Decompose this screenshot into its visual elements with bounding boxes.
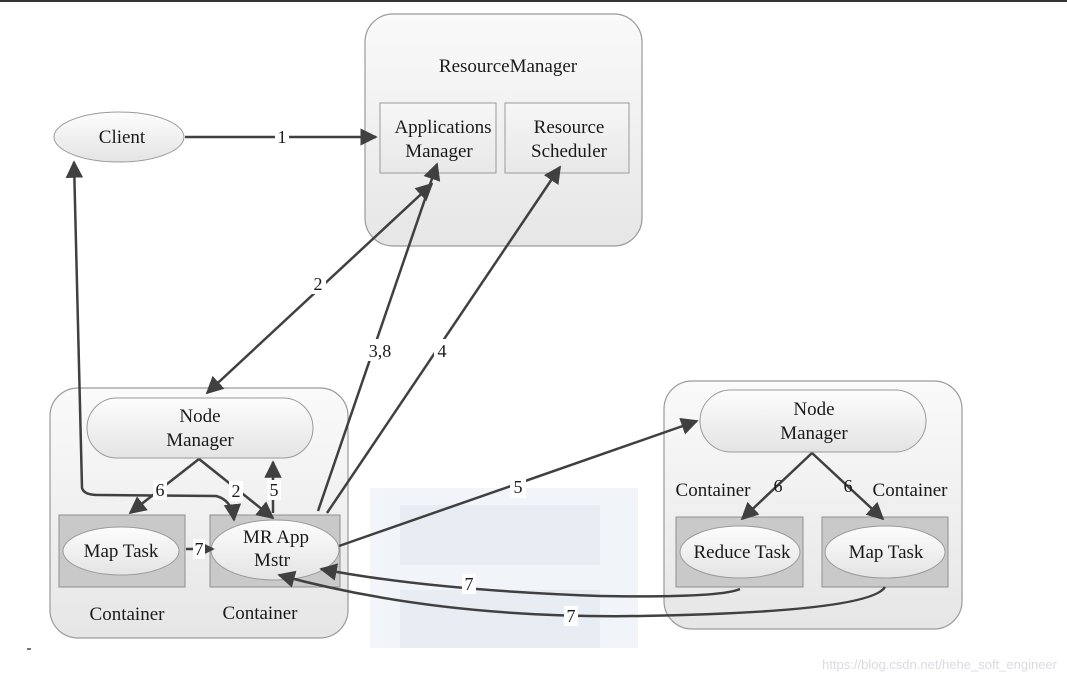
client: Client [53,111,185,163]
svg-text:Scheduler: Scheduler [531,141,608,162]
label-7-map: 7 [567,606,576,626]
arrow-right-nm-to-map [811,452,885,521]
svg-text:Mstr: Mstr [254,550,291,571]
label-6-right-2: 6 [844,476,853,496]
right-container-label-1: Container [676,480,752,501]
left-node: Node Manager Map Task MR App Mstr Contai… [49,387,349,639]
arrow-right-map-to-mr [277,570,887,618]
label-4: 4 [438,341,447,361]
svg-text:Manager: Manager [166,430,234,451]
arrow-right-nm-to-reduce [740,452,813,521]
svg-text:MR App: MR App [243,527,309,548]
svg-text:Resource: Resource [534,117,605,138]
label-6-right-1: 6 [774,476,783,496]
svg-text:Map Task: Map Task [84,541,159,562]
svg-text:Node: Node [179,406,220,427]
label-1: 1 [278,127,287,147]
label-5-left: 5 [270,480,279,500]
right-node-manager: Node Manager [699,389,927,453]
svg-text:Manager: Manager [780,423,848,444]
stray-mark [27,648,31,650]
reduce-task: Reduce Task [675,516,804,588]
svg-text:Node: Node [793,399,834,420]
applications-manager: Applications Manager [379,102,497,174]
arrow-mr-to-am [316,162,441,512]
right-container-label-2: Container [873,480,949,501]
label-7-left: 7 [195,539,204,559]
label-5-right: 5 [514,477,523,497]
svg-text:Reduce Task: Reduce Task [694,542,791,563]
resource-manager: ResourceManager Applications Manager Res… [364,13,643,247]
watermark-text: https://blog.csdn.net/hehe_soft_engineer [822,657,1058,672]
arrow-reduce-to-mr [319,563,741,598]
background-watermark-shape [370,488,638,648]
arrow-client-to-mr [65,160,242,522]
left-node-manager: Node Manager [86,397,314,459]
left-container-label-1: Container [90,604,166,625]
label-7-reduce: 7 [465,574,474,594]
left-map-task: Map Task [58,514,186,588]
svg-text:Client: Client [99,127,146,148]
arrow-labels: 1 2 3,8 4 5 6 2 5 7 6 6 7 7 [153,127,853,626]
resource-manager-title: ResourceManager [439,56,578,77]
label-2-left: 2 [232,481,241,501]
svg-text:Map Task: Map Task [849,542,924,563]
left-container-label-2: Container [223,603,299,624]
svg-text:Manager: Manager [405,141,473,162]
resource-scheduler: Resource Scheduler [504,102,630,174]
label-6-left: 6 [156,480,165,500]
right-map-task: Map Task [821,516,949,588]
svg-text:Applications: Applications [394,117,491,138]
arrows [65,128,887,618]
right-node: Node Manager Container Container Reduce … [663,380,963,630]
label-2-top: 2 [314,274,323,294]
label-3-8: 3,8 [369,341,392,361]
mr-app-master: MR App Mstr [209,514,341,588]
